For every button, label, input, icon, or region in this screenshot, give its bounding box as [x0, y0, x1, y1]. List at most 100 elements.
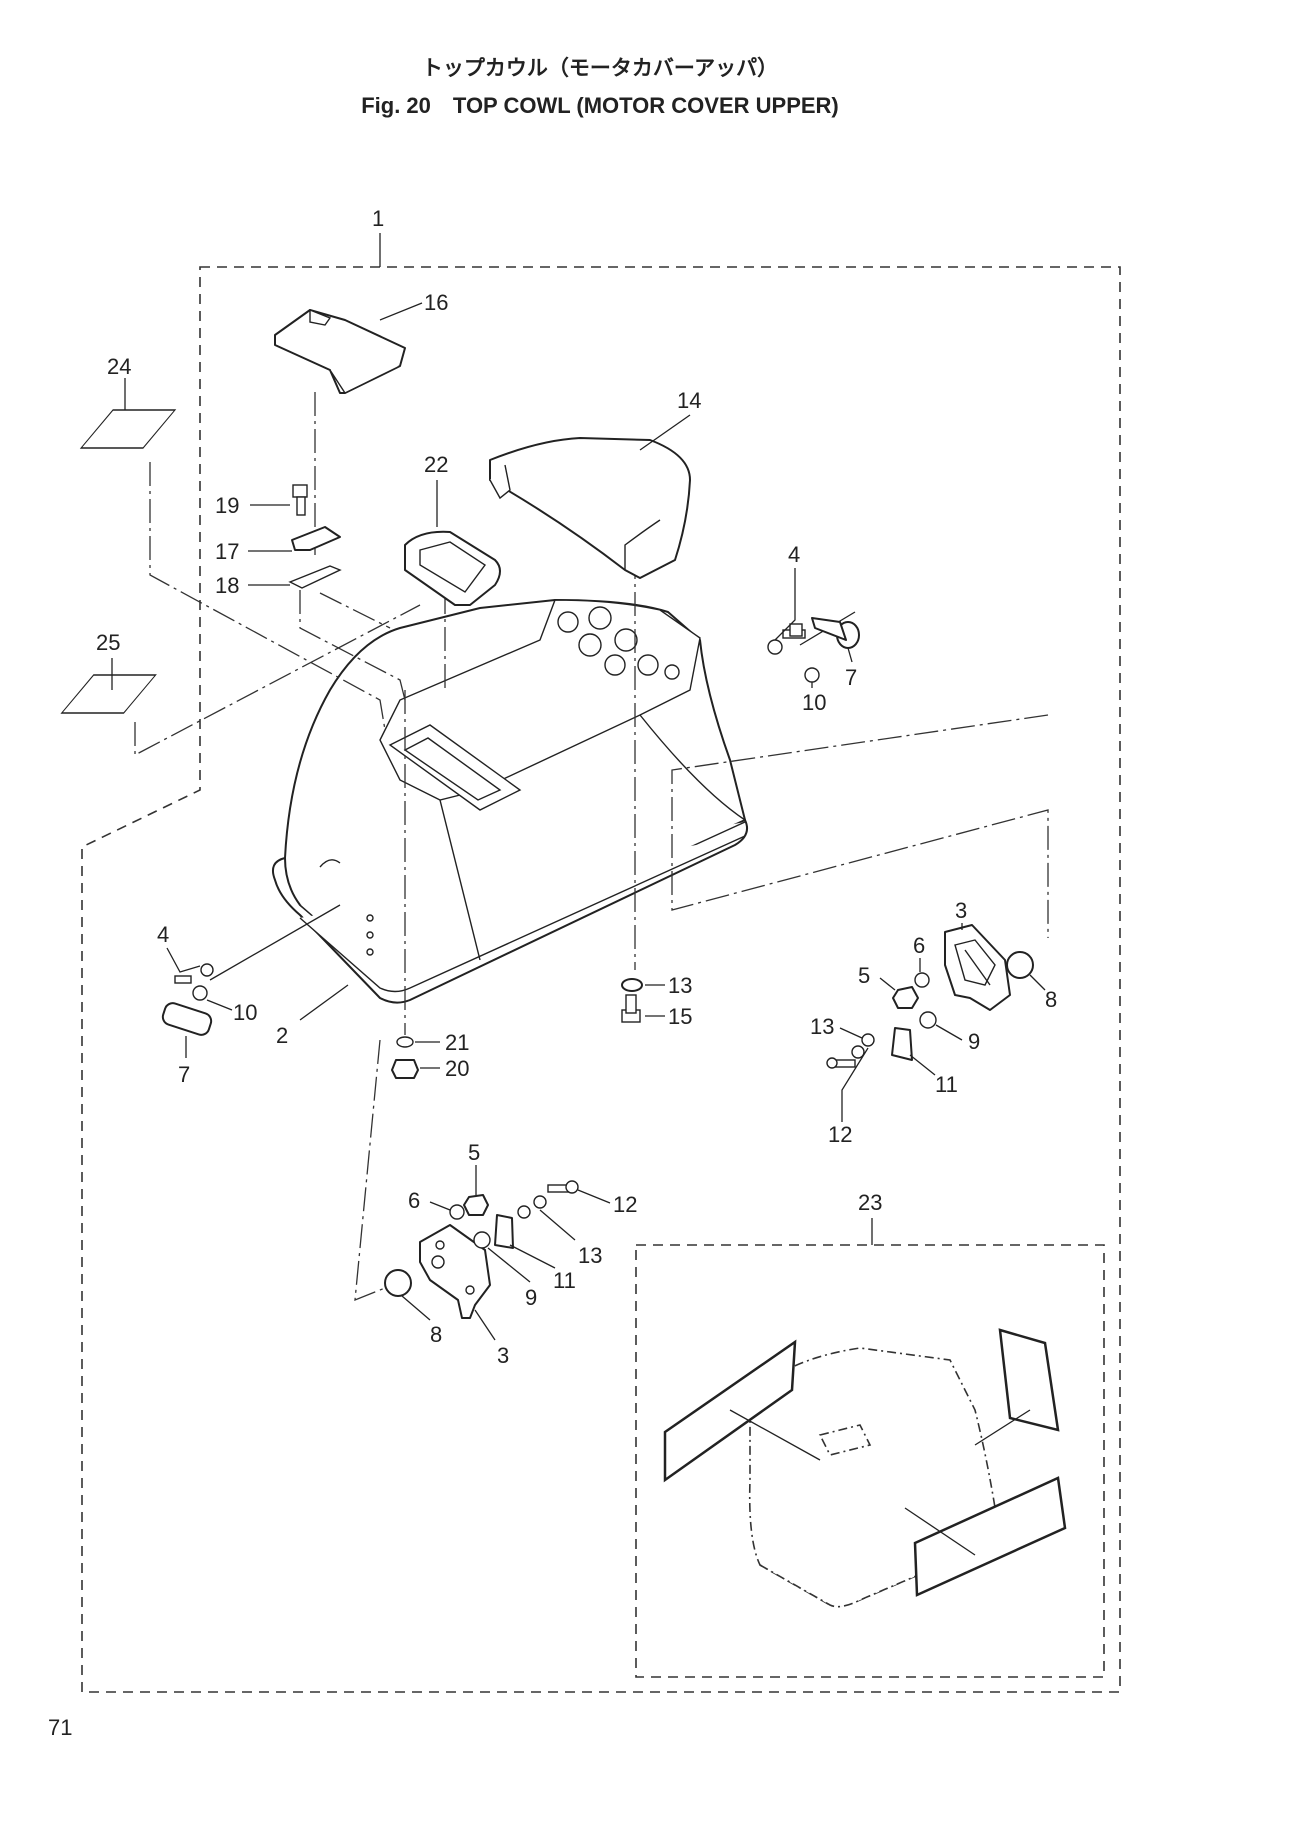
bolt-15 — [621, 994, 641, 1023]
bracket-3-left — [419, 1224, 491, 1319]
assembly-boundary — [81, 266, 1121, 1693]
washer-13-left-a — [517, 1205, 531, 1219]
nut-20 — [391, 1059, 419, 1079]
callout-11-right: 11 — [935, 1072, 958, 1097]
callout-19: 19 — [215, 493, 239, 518]
page-number: 71 — [48, 1715, 73, 1740]
leader-12-right — [841, 1047, 869, 1122]
chain-line-25 — [134, 604, 421, 757]
callout-5-right: 5 — [858, 963, 870, 988]
leader-4-right — [774, 568, 796, 641]
callout-8-left: 8 — [430, 1322, 442, 1347]
callout-10-left: 10 — [233, 1000, 257, 1025]
callout-14: 14 — [677, 388, 701, 413]
callout-13-right: 13 — [810, 1014, 834, 1039]
grommet-8-right — [1006, 951, 1034, 979]
leader-8-right — [1029, 974, 1046, 991]
callout-13-center: 13 — [668, 973, 692, 998]
leader-8-left — [401, 1295, 431, 1321]
chain-line-18 — [299, 590, 406, 701]
label-24 — [79, 409, 177, 449]
washer-13-left-b — [533, 1195, 547, 1209]
callout-7-right: 7 — [845, 665, 857, 690]
chain-line-left-latch — [209, 904, 341, 981]
callout-13-left: 13 — [578, 1243, 602, 1268]
leader-6-left — [429, 1201, 451, 1211]
plate-18 — [288, 565, 342, 589]
bolt-12-right — [826, 1057, 856, 1069]
grommet-6-left — [449, 1204, 465, 1220]
leader-16 — [379, 302, 423, 321]
washer-12b-right — [851, 1045, 865, 1059]
callout-4-right: 4 — [788, 542, 800, 567]
callout-10-right: 10 — [802, 690, 826, 715]
callout-12-right: 12 — [828, 1122, 852, 1147]
leader-13-left — [539, 1209, 576, 1241]
bracket-3-right — [944, 924, 1011, 1011]
leader-7-right — [847, 647, 853, 663]
callout-9-right: 9 — [968, 1029, 980, 1054]
callout-4-left: 4 — [157, 922, 169, 947]
callout-9-left: 9 — [525, 1285, 537, 1310]
callout-20: 20 — [445, 1056, 469, 1081]
callout-6-left: 6 — [408, 1188, 420, 1213]
grommet-6-right — [914, 972, 930, 988]
callout-1: 1 — [372, 206, 384, 231]
clip-11-left — [494, 1214, 514, 1249]
chain-line-left-bracket — [354, 1039, 401, 1301]
leader-4-left — [166, 947, 201, 973]
leader-14 — [639, 414, 691, 451]
label-25 — [60, 674, 157, 714]
cover-14 — [489, 437, 691, 579]
figure-title-english: Fig. 20 TOP COWL (MOTOR COVER UPPER) — [361, 93, 839, 118]
leader-12-left — [577, 1189, 611, 1204]
leader-11-left — [509, 1244, 556, 1269]
washer-13-center — [621, 978, 643, 992]
callout-11-left: 11 — [553, 1268, 576, 1293]
washer-10-right — [804, 667, 820, 683]
leader-5-right — [879, 977, 896, 991]
leader-10-left — [206, 999, 233, 1011]
leader-9-right — [935, 1024, 963, 1041]
screw-4-left — [174, 963, 214, 984]
callout-8-right: 8 — [1045, 987, 1057, 1012]
nut-5-right — [892, 986, 919, 1009]
washer-21 — [396, 1036, 414, 1048]
latch-7-right — [811, 617, 860, 649]
callout-16: 16 — [424, 290, 448, 315]
plate-16 — [274, 308, 406, 394]
callout-7-left: 7 — [178, 1062, 190, 1087]
latch-7-left — [161, 1002, 213, 1036]
callout-25: 25 — [96, 630, 120, 655]
callout-6-right: 6 — [913, 933, 925, 958]
callout-2: 2 — [276, 1023, 288, 1048]
washer-13-right — [861, 1033, 875, 1047]
callout-22: 22 — [424, 452, 448, 477]
top-cowl — [272, 599, 748, 1004]
bolt-19 — [292, 484, 308, 516]
washer-10-left — [192, 985, 208, 1001]
callout-3-right: 3 — [955, 898, 967, 923]
callout-12-left: 12 — [613, 1192, 637, 1217]
leader-3-left — [474, 1309, 496, 1341]
screw-4-right — [767, 623, 806, 655]
callout-3-left: 3 — [497, 1343, 509, 1368]
callout-5-left: 5 — [468, 1140, 480, 1165]
collar-9-right — [919, 1011, 937, 1029]
callout-17: 17 — [215, 539, 239, 564]
grommet-8-left — [384, 1269, 412, 1297]
bolt-12-left — [547, 1180, 579, 1194]
seal-22 — [404, 530, 501, 606]
callout-24: 24 — [107, 354, 131, 379]
figure-title-japanese: トップカウル（モータカバーアッパ） — [421, 56, 779, 80]
nut-5-left — [463, 1194, 489, 1216]
clip-11-right — [891, 1027, 913, 1061]
leader-13-right — [839, 1027, 863, 1039]
leader-9-left — [487, 1247, 531, 1283]
callout-15: 15 — [668, 1004, 692, 1029]
collar-9-left — [473, 1231, 491, 1249]
leader-2 — [299, 984, 349, 1021]
callout-23: 23 — [858, 1190, 882, 1215]
chain-line-24 — [149, 462, 386, 731]
